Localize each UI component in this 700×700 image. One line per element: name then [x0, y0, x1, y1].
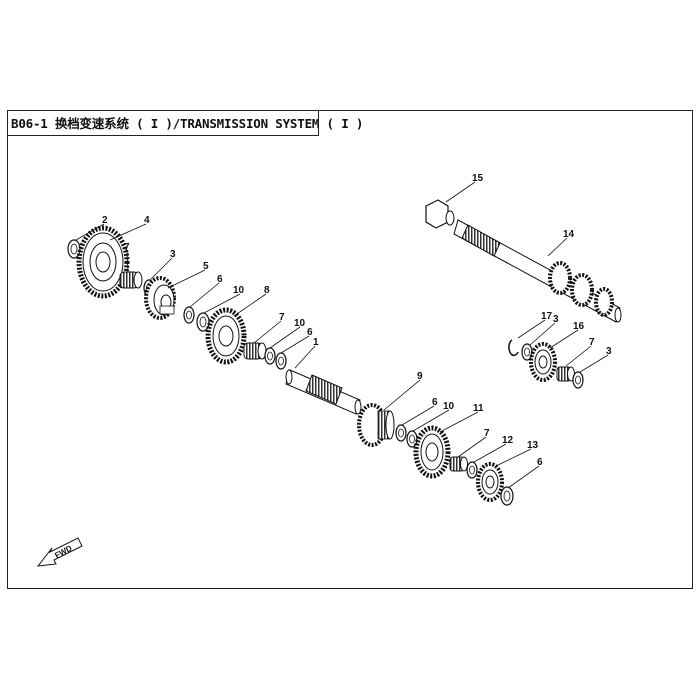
part-4-large-gear	[76, 225, 130, 299]
callout-4: 4	[144, 215, 150, 226]
fwd-arrow: FWD	[36, 537, 83, 567]
part-7-needle-bearing-a	[119, 271, 143, 289]
part-14-counter-shaft	[453, 219, 622, 323]
part-10-washer-c	[406, 430, 418, 448]
callout-10: 10	[294, 318, 306, 329]
diagram-frame	[7, 110, 693, 589]
callout-15: 15	[472, 173, 484, 184]
callout-3: 3	[606, 346, 612, 357]
part-7-needle-bearing-c	[449, 456, 468, 472]
callout-16: 16	[573, 321, 585, 332]
part-3-washer-c	[572, 371, 584, 389]
callout-6: 6	[307, 327, 313, 338]
callout-8: 8	[264, 285, 270, 296]
part-17-circlip	[508, 339, 519, 357]
callout-11: 11	[473, 403, 484, 414]
callout-9: 9	[417, 371, 423, 382]
callout-3: 3	[170, 249, 176, 260]
callout-7: 7	[124, 242, 130, 253]
callout-labels: 2 4 7 3 5 6 10 8 7 10 6 1 9 6 10 11 7 12…	[102, 173, 612, 468]
callout-12: 12	[502, 435, 514, 446]
part-10-washer-a	[196, 312, 210, 332]
part-7-needle-bearing-b	[243, 342, 267, 360]
part-15-nut	[425, 199, 455, 229]
part-3-washer-b	[521, 343, 533, 361]
part-13-gear	[476, 462, 504, 502]
part-10-washer-b	[264, 347, 276, 365]
part-8-gear	[205, 307, 247, 365]
part-16-gear	[529, 342, 557, 382]
callout-1: 1	[313, 337, 319, 348]
callout-5: 5	[203, 261, 209, 272]
part-6-washer-d	[500, 486, 514, 506]
callout-3: 3	[553, 314, 559, 325]
part-11-gear	[413, 425, 451, 479]
callout-7: 7	[484, 428, 490, 439]
callout-6: 6	[432, 397, 438, 408]
part-1-main-shaft	[285, 369, 362, 415]
callout-7: 7	[589, 337, 595, 348]
part-2-washer	[67, 239, 81, 259]
part-6-washer-a	[183, 306, 195, 324]
title-box: B06-1 换档变速系统 ( I )/TRANSMISSION SYSTEM (…	[7, 110, 363, 136]
diagram-title: B06-1 换档变速系统 ( I )/TRANSMISSION SYSTEM (…	[11, 116, 364, 131]
part-7-needle-bearing-d	[556, 366, 575, 382]
part-5-dog-gear	[144, 276, 176, 320]
callout-13: 13	[527, 440, 539, 451]
callout-10: 10	[233, 285, 245, 296]
callout-6: 6	[537, 457, 543, 468]
part-6-washer-b	[275, 352, 287, 370]
leader-lines	[75, 181, 609, 489]
callout-14: 14	[563, 229, 575, 240]
callout-10: 10	[443, 401, 455, 412]
callout-2: 2	[102, 215, 108, 226]
part-6-washer-c	[395, 424, 407, 442]
callout-17: 17	[541, 311, 553, 322]
part-9-gear	[357, 403, 395, 447]
part-12-washer	[466, 461, 478, 479]
callout-6: 6	[217, 274, 223, 285]
callout-7: 7	[279, 312, 285, 323]
